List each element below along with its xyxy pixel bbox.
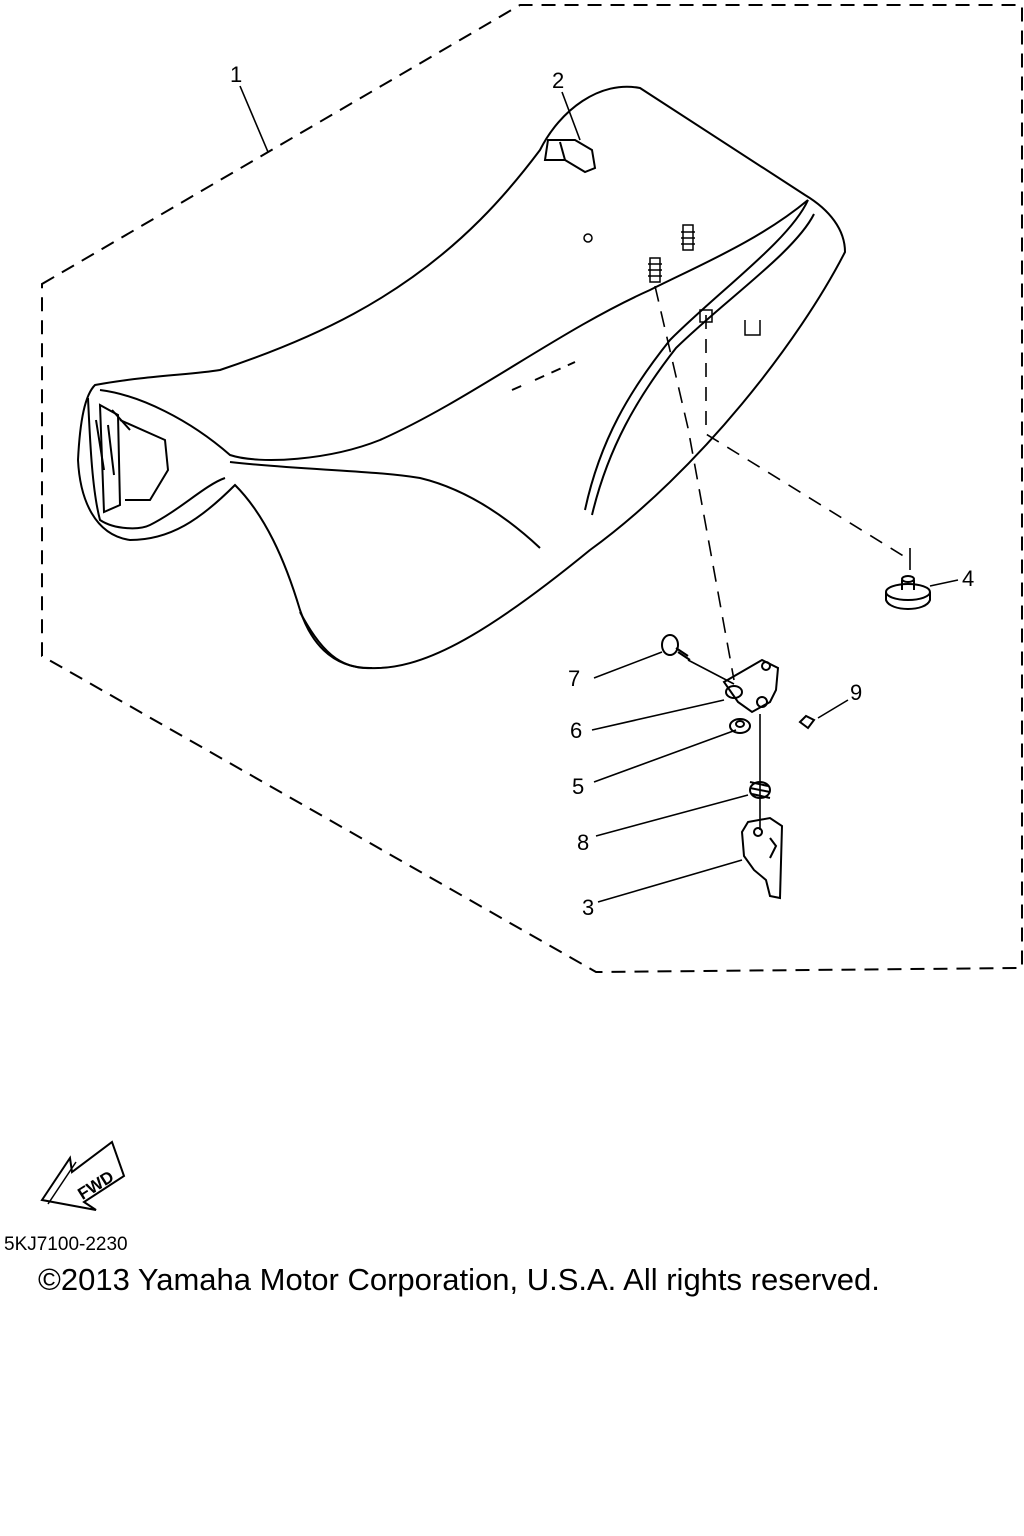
- callout-labels: 1 2 3 4 5 6 7 8 9: [230, 62, 974, 920]
- clip-part-9: [798, 714, 816, 730]
- seat-stud-3: [699, 309, 713, 323]
- seat-front-inner: [87, 397, 226, 530]
- damper-part-4: [885, 575, 931, 610]
- leader-lines: [239, 85, 959, 903]
- callout-7: 7: [568, 666, 580, 691]
- bolt-part-7: [661, 634, 691, 661]
- callout-6: 6: [570, 718, 582, 743]
- small-parts: [661, 575, 931, 900]
- copyright-notice: ©2013 Yamaha Motor Corporation, U.S.A. A…: [38, 1262, 880, 1297]
- callout-4: 4: [962, 566, 974, 591]
- spring-part-8: [749, 781, 771, 799]
- callout-3: 3: [582, 895, 594, 920]
- seat-stud-4: [744, 320, 761, 336]
- nut-part-5: [729, 718, 751, 734]
- seat-stud-1: [648, 257, 662, 283]
- fwd-arrow: FWD: [40, 1140, 126, 1211]
- callout-1: 1: [230, 62, 242, 87]
- seat-hook: [543, 139, 597, 174]
- assembly-boundary: [41, 4, 1023, 974]
- bracket: [722, 658, 780, 714]
- seat-stud-2: [681, 224, 695, 251]
- seat-outline: [76, 85, 847, 670]
- seat-top-seam: [99, 199, 809, 461]
- callout-5: 5: [572, 774, 584, 799]
- seat-piping-2: [584, 199, 809, 511]
- seat-piping: [229, 461, 541, 549]
- diagram-code: 5KJ7100-2230: [4, 1234, 128, 1255]
- callout-2: 2: [552, 68, 564, 93]
- callout-9: 9: [850, 680, 862, 705]
- latch-part-3: [740, 816, 784, 900]
- seat: [76, 85, 847, 670]
- callout-8: 8: [577, 830, 589, 855]
